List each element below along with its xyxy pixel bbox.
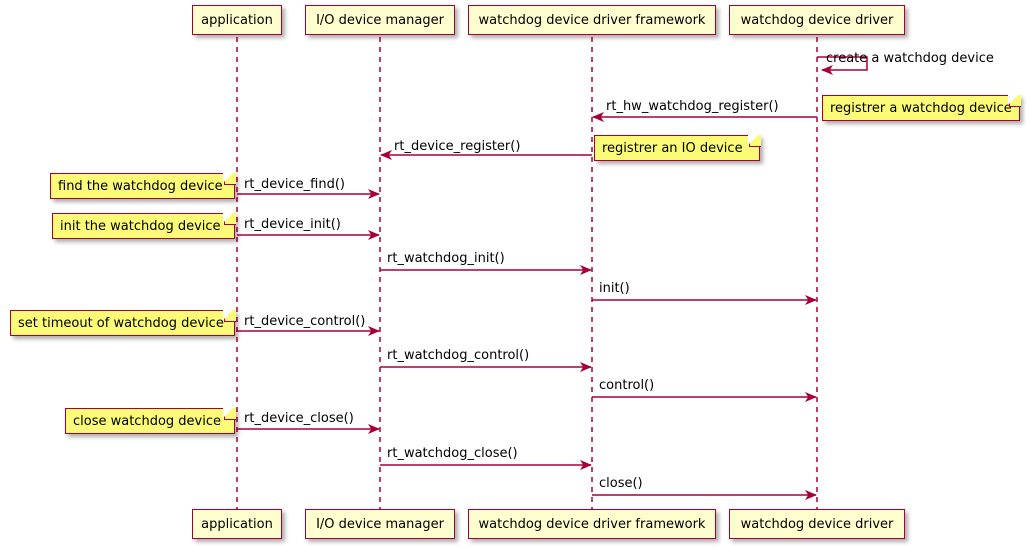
participant-io_manager-bottom[interactable]: I/O device manager — [305, 509, 455, 539]
note-n5: set timeout of watchdog device — [10, 308, 236, 336]
participant-application-bottom[interactable]: application — [192, 509, 282, 539]
message-arrow-m1 — [817, 56, 868, 75]
message-label-m7: init() — [599, 281, 630, 296]
message-label-m11: rt_device_close() — [244, 411, 354, 426]
note-n4: init the watchdog device — [52, 211, 236, 239]
note-label: close watchdog device — [73, 413, 221, 429]
note-fold-corner-icon — [1008, 93, 1021, 107]
note-label: set timeout of watchdog device — [18, 315, 224, 331]
message-label-m3: rt_device_register() — [394, 139, 521, 154]
participant-application-top[interactable]: application — [192, 5, 282, 35]
message-label-m8: rt_device_control() — [244, 314, 366, 329]
note-n3: find the watchdog device — [50, 171, 236, 199]
note-n2: registrer an IO device — [594, 133, 761, 161]
participant-label: watchdog device driver — [740, 516, 894, 532]
participant-framework-bottom[interactable]: watchdog device driver framework — [468, 509, 716, 539]
message-label-m10: control() — [599, 378, 655, 393]
message-label-m2: rt_hw_watchdog_register() — [606, 99, 779, 114]
note-fold-corner-icon — [223, 406, 236, 420]
participant-label: watchdog device driver — [740, 12, 894, 28]
note-fold-corner-icon — [748, 133, 761, 147]
participant-label: watchdog device driver framework — [478, 12, 706, 28]
message-arrows-group — [237, 56, 868, 500]
note-n6: close watchdog device — [65, 406, 236, 434]
message-label-m6: rt_watchdog_init() — [387, 251, 505, 266]
message-label-m5: rt_device_init() — [244, 217, 341, 232]
participant-framework-top[interactable]: watchdog device driver framework — [468, 5, 716, 35]
participant-label: watchdog device driver framework — [478, 516, 706, 532]
message-label-m12: rt_watchdog_close() — [387, 446, 518, 461]
participant-label: application — [201, 12, 273, 28]
note-fold-corner-icon — [223, 211, 236, 225]
message-label-m13: close() — [599, 476, 643, 491]
lifelines-group — [236, 37, 818, 509]
message-label-m1: create a watchdog device — [826, 51, 994, 66]
participant-io_manager-top[interactable]: I/O device manager — [305, 5, 455, 35]
participant-label: I/O device manager — [316, 516, 444, 532]
note-fold-corner-icon — [223, 308, 236, 322]
participant-label: application — [201, 516, 273, 532]
participant-driver-bottom[interactable]: watchdog device driver — [729, 509, 905, 539]
participant-driver-top[interactable]: watchdog device driver — [729, 5, 905, 35]
note-fold-corner-icon — [223, 171, 236, 185]
participant-label: I/O device manager — [316, 12, 444, 28]
note-label: registrer an IO device — [602, 140, 743, 156]
message-label-m9: rt_watchdog_control() — [387, 348, 530, 363]
message-label-m4: rt_device_find() — [244, 177, 345, 192]
note-label: registrer a watchdog device — [830, 100, 1012, 116]
note-label: init the watchdog device — [60, 218, 221, 234]
note-label: find the watchdog device — [58, 178, 223, 194]
note-n1: registrer a watchdog device — [822, 93, 1021, 121]
